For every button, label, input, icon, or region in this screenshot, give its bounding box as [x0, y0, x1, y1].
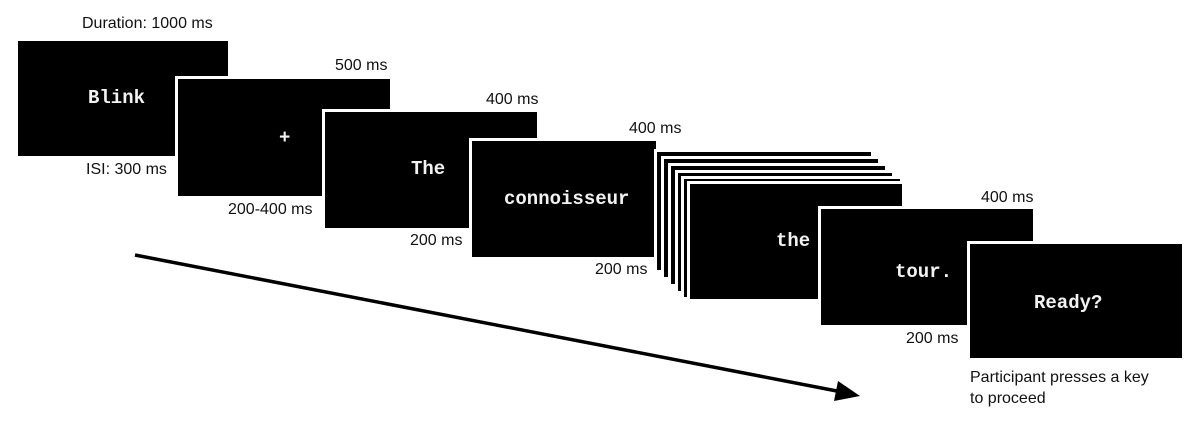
- isi-label-tour: 200 ms: [906, 330, 959, 347]
- stimulus-tour: tour.: [895, 261, 953, 283]
- duration-label-tour: 400 ms: [981, 189, 1034, 206]
- stimulus-fixation-cross: +: [279, 127, 291, 149]
- duration-label-connoisseur: 400 ms: [629, 120, 682, 137]
- isi-label-blink: ISI: 300 ms: [86, 161, 167, 178]
- stimulus-the-lowercase: the: [776, 230, 811, 252]
- isi-label-fixation: 200-400 ms: [228, 201, 313, 218]
- isi-label-connoisseur: 200 ms: [595, 261, 648, 278]
- isi-label-the: 200 ms: [410, 232, 463, 249]
- duration-label-fixation: 500 ms: [335, 57, 388, 74]
- duration-label-the: 400 ms: [486, 91, 539, 108]
- ready-caption-line-1: Participant presses a key: [970, 369, 1149, 386]
- ready-caption-line-2: to proceed: [970, 390, 1046, 407]
- time-arrow-head: [834, 381, 860, 401]
- ready-screen: [967, 241, 1185, 361]
- time-arrow-shaft: [134, 253, 843, 394]
- stimulus-ready: Ready?: [1034, 292, 1103, 314]
- stimulus-the: The: [411, 158, 446, 180]
- duration-label-blink: Duration: 1000 ms: [82, 15, 213, 32]
- stimulus-connoisseur: connoisseur: [504, 188, 630, 210]
- stimulus-blink: Blink: [88, 87, 146, 109]
